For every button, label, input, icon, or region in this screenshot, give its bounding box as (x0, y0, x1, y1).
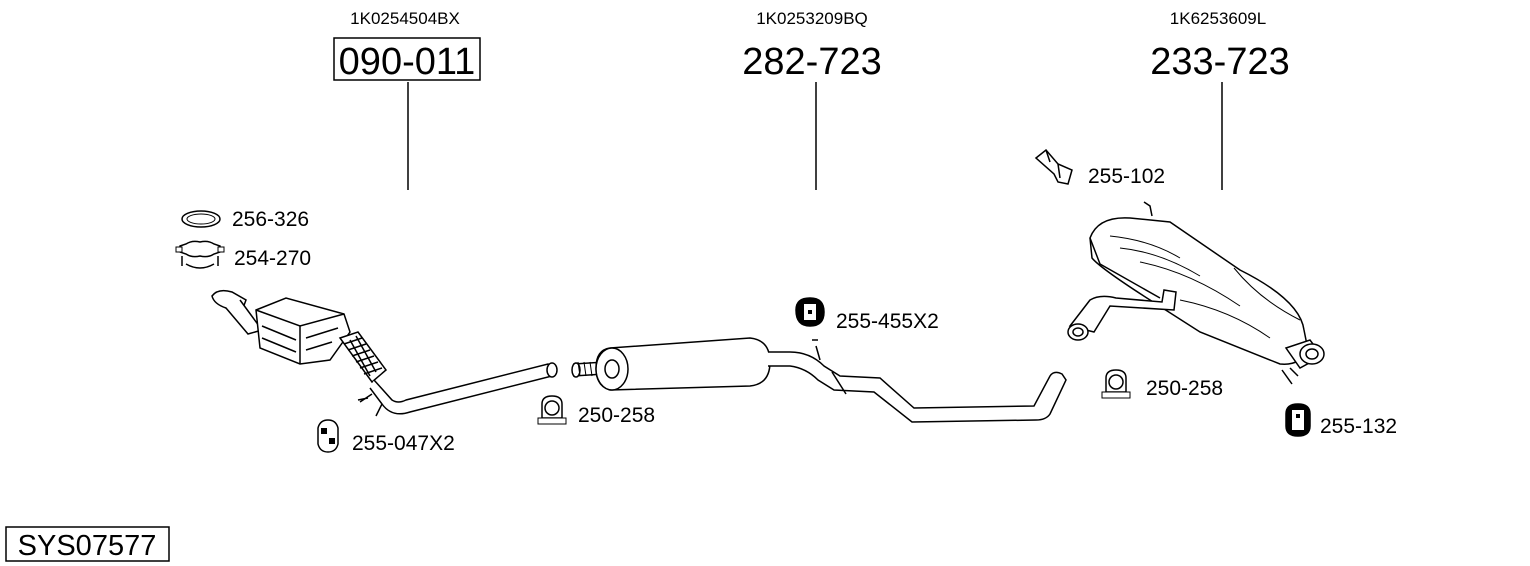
rear-clamp-icon[interactable] (1101, 369, 1131, 399)
mounting-bracket-icon[interactable] (1034, 148, 1073, 185)
oem-number-1: 1K0254504BX (350, 9, 460, 28)
rear-rubber-hanger-icon[interactable] (1285, 403, 1311, 437)
clamp-front-label[interactable]: 254-270 (234, 247, 311, 270)
gasket-icon[interactable] (181, 210, 221, 228)
rubber-hanger-icon[interactable] (317, 419, 339, 453)
bracket-rear-label[interactable]: 255-102 (1088, 165, 1165, 188)
part-number-2[interactable]: 282-723 (742, 41, 881, 83)
part-number-3[interactable]: 233-723 (1150, 41, 1289, 83)
clamp-mid-label[interactable]: 250-258 (578, 404, 655, 427)
highlight-box (333, 37, 481, 81)
exhaust-clamp-icon[interactable] (175, 240, 225, 269)
gasket-label[interactable]: 256-326 (232, 208, 309, 231)
oem-number-3: 1K6253609L (1170, 9, 1266, 28)
clamp-rear-label[interactable]: 250-258 (1146, 377, 1223, 400)
system-id: SYS07577 (18, 530, 157, 562)
rear-silencer[interactable] (1067, 201, 1325, 385)
hanger-mid-label[interactable]: 255-455X2 (836, 310, 939, 333)
rubber-ring-hanger-icon[interactable] (795, 297, 825, 327)
system-id-box (5, 526, 170, 562)
hanger-rear-label[interactable]: 255-132 (1320, 415, 1397, 438)
hanger-front-label[interactable]: 255-047X2 (352, 432, 455, 455)
middle-silencer[interactable] (571, 337, 1067, 423)
catalytic-converter[interactable] (211, 289, 558, 417)
oem-number-2: 1K0253209BQ (756, 9, 868, 28)
part-number-1[interactable]: 090-011 (339, 41, 476, 83)
mid-clamp-icon[interactable] (537, 395, 567, 425)
